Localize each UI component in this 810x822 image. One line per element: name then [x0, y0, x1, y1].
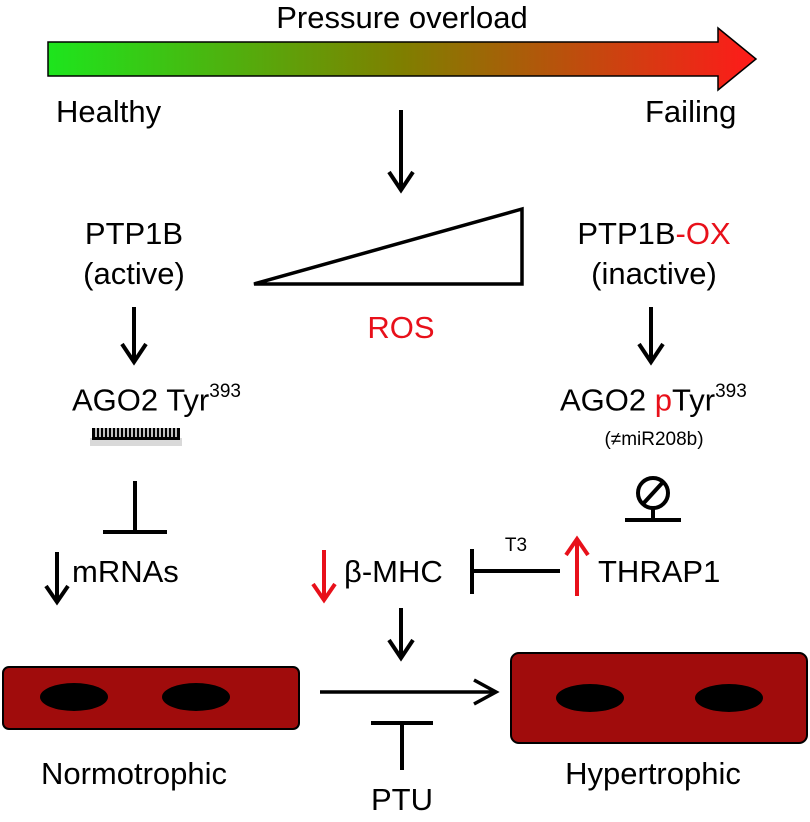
left-down-arrow	[120, 307, 148, 366]
normotrophic-cell	[2, 666, 300, 730]
ptu-label: PTU	[371, 782, 433, 817]
pressure-gradient-arrow	[47, 26, 758, 92]
right-down-arrow	[637, 307, 665, 366]
pressure-overload-title: Pressure overload	[276, 0, 528, 35]
hypertrophic-label: Hypertrophic	[565, 756, 741, 791]
transition-arrow	[320, 678, 500, 706]
blocked-symbol-icon	[625, 476, 681, 522]
ptp1b-active-label: (active)	[83, 256, 185, 291]
ptu-inhibition-bar	[371, 721, 433, 770]
ago2-tyr-label: AGO2 Tyr393	[72, 381, 241, 418]
ptp1b-inactive-label: (inactive)	[591, 256, 717, 291]
mir208b-note: (≠miR208b)	[604, 429, 704, 450]
bmhc-down-arrow	[311, 550, 337, 604]
center-down-arrow	[387, 608, 415, 662]
thrap1-up-arrow	[564, 535, 590, 596]
healthy-label: Healthy	[56, 94, 162, 129]
ros-label: ROS	[367, 310, 435, 345]
mrnas-label: mRNAs	[72, 554, 179, 589]
t3-label: T3	[504, 535, 528, 556]
pressure-down-arrow	[387, 110, 415, 194]
ago2-ptyr-label: AGO2 pTyr393	[560, 381, 747, 418]
ptp1b-label: PTP1B	[84, 216, 184, 251]
failing-label: Failing	[645, 94, 737, 129]
normotrophic-label: Normotrophic	[40, 756, 228, 791]
thrap1-inhibition-line	[470, 549, 560, 594]
mrnas-down-arrow	[44, 552, 70, 606]
beta-mhc-label: β-MHC	[344, 554, 443, 589]
thrap1-label: THRAP1	[598, 554, 721, 589]
ptp1b-ox-label: PTP1B-OX	[577, 216, 731, 251]
hypertrophic-cell	[510, 652, 808, 744]
ros-wedge	[253, 206, 524, 286]
left-inhibition-bar	[103, 481, 167, 534]
mirna-comb-icon	[90, 428, 182, 446]
